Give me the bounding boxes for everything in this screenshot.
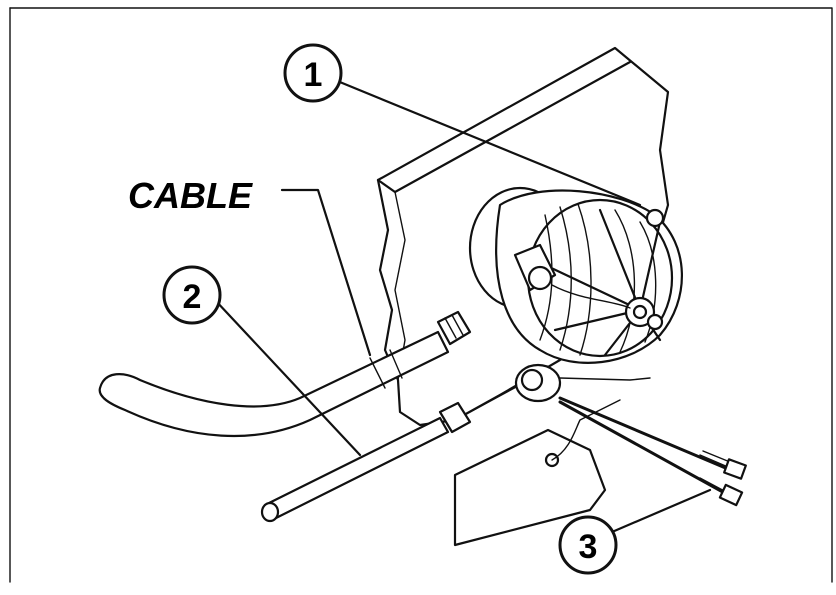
rod-coupling xyxy=(438,401,472,434)
leader-1 xyxy=(328,76,642,207)
hose xyxy=(98,330,450,438)
bolt-1-shaft xyxy=(558,396,737,474)
pump-linkage xyxy=(551,284,631,309)
callout-2: 2 xyxy=(162,265,222,325)
frame-border xyxy=(9,7,833,583)
callout-1-number: 1 xyxy=(304,56,323,94)
bolt-2-head xyxy=(718,483,744,507)
rod xyxy=(263,416,450,522)
pump-hub-center xyxy=(632,304,648,320)
cable-label: CABLE xyxy=(128,175,253,216)
bolts xyxy=(558,396,747,507)
callout-3: 3 xyxy=(558,515,618,575)
tag xyxy=(453,399,621,547)
pump-spokes xyxy=(543,208,662,357)
clamp xyxy=(514,363,651,403)
callout-1: 1 xyxy=(283,43,343,103)
callout-2-number: 2 xyxy=(183,278,202,316)
leader-3 xyxy=(610,488,712,534)
tag-wire xyxy=(551,399,621,461)
hose-sleeve xyxy=(369,349,403,389)
callout-3-number: 3 xyxy=(579,528,598,566)
rod-link xyxy=(469,384,521,413)
leader-cable xyxy=(280,188,372,357)
rod-end xyxy=(260,501,280,523)
callout-3-circle xyxy=(558,515,618,575)
bolt-1-head xyxy=(723,458,747,480)
tag-card xyxy=(453,428,607,547)
pump-bolt-right xyxy=(646,313,664,331)
pump-fitting-nut xyxy=(527,265,553,291)
pump-assembly xyxy=(468,186,683,364)
hose-fitting-ridges xyxy=(444,314,464,339)
leader-2 xyxy=(213,298,362,457)
clamp-inner xyxy=(520,368,544,392)
bolt-2-shaft xyxy=(558,400,732,498)
callout-1-circle xyxy=(283,43,343,103)
clamp-bracket xyxy=(559,377,651,381)
pump-bolt-top xyxy=(645,208,665,228)
callout-2-circle xyxy=(162,265,222,325)
